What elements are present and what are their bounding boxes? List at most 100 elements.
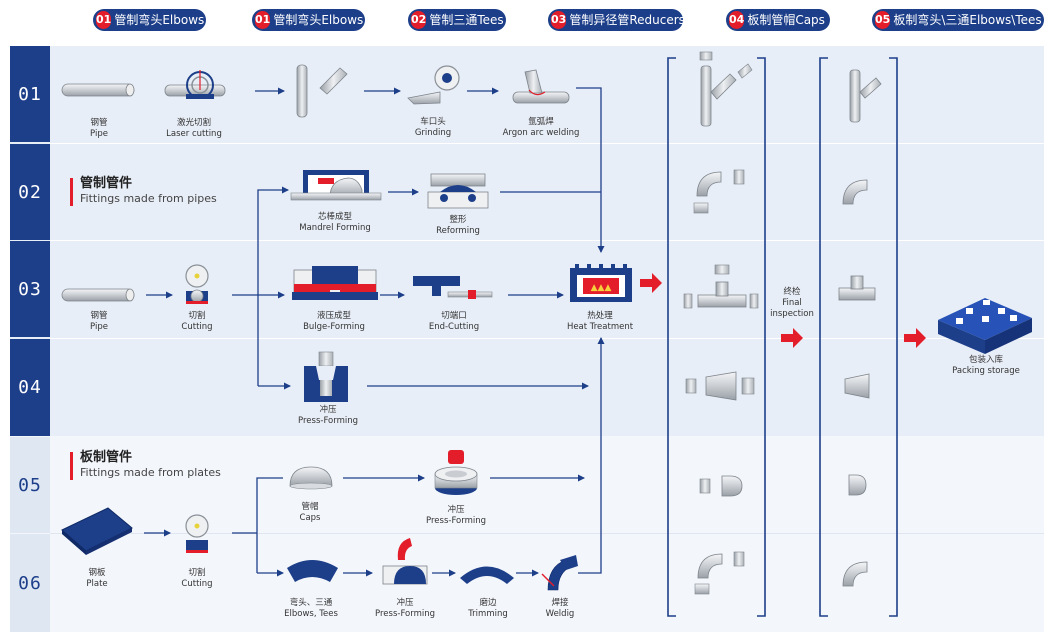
en: Pipe: [90, 322, 108, 332]
zh: 切割: [188, 568, 206, 578]
zh: 冲压: [447, 505, 465, 515]
en: Press-Forming: [298, 416, 358, 426]
reducer-final-icon: [844, 373, 870, 399]
en: Reforming: [436, 226, 480, 236]
section-plates-en: Fittings made from plates: [80, 466, 221, 479]
header-label: 管制弯头Elbows: [114, 13, 205, 27]
en: Cutting: [181, 322, 213, 332]
cutting-wheel-icon: [185, 264, 209, 304]
heat-treatment-icon: ▲▲▲: [570, 264, 632, 302]
header-num: 05: [875, 11, 891, 29]
plate-icon: [61, 507, 133, 555]
press-forming-cap-icon: [434, 450, 478, 495]
header-label: 管制三通Tees: [429, 13, 504, 27]
grinding-icon: [407, 65, 460, 105]
tee-fitting-3-icon: [683, 264, 759, 309]
press-forming-icon: [304, 351, 348, 402]
bracket: [889, 57, 898, 617]
section-pipes-en: Fittings made from pipes: [80, 192, 217, 205]
row-number-05: 05: [10, 437, 50, 533]
row-divider: [50, 240, 1044, 241]
en: Pipe: [90, 129, 108, 139]
en: Laser cutting: [166, 129, 222, 139]
arrow: [256, 477, 283, 573]
en: Packing storage: [952, 366, 1020, 376]
pipe-icon: [61, 288, 135, 302]
row-divider: [50, 338, 1044, 339]
zh: 钢板: [88, 568, 106, 578]
en: End-Cutting: [428, 322, 480, 332]
section-pipes: 管制管件 Fittings made from pipes: [70, 176, 217, 206]
zh: 芯棒成型: [317, 212, 353, 222]
zh: 切端口: [441, 311, 467, 321]
en2: inspection: [770, 309, 814, 319]
en: Weldig: [545, 609, 575, 619]
en: Heat Treatment: [566, 322, 634, 332]
zh: 焊接: [551, 598, 569, 608]
arrow: [257, 186, 289, 386]
row-number-06: 06: [10, 534, 50, 632]
zh: 钢管: [90, 118, 108, 128]
en: Mandrel Forming: [299, 223, 371, 233]
zh: 管帽: [301, 502, 319, 512]
zh: 液压成型: [316, 311, 351, 321]
header-num: 03: [551, 11, 567, 29]
zh: 弯头、三通: [289, 598, 333, 608]
cut-pipe-pieces-icon: [296, 64, 348, 118]
en: Press-Forming: [426, 516, 486, 526]
zh: 整形: [449, 215, 467, 225]
svg-text:▲▲▲: ▲▲▲: [591, 283, 612, 293]
bulge-forming-icon: [292, 266, 378, 300]
zh: 钢管: [90, 311, 108, 321]
row-divider: [50, 143, 1044, 144]
elbow-fitting-icon: [693, 169, 745, 214]
header-label: 管制异径管Reducers: [569, 13, 685, 27]
band-pipes: [10, 46, 1044, 436]
header-num: 02: [411, 11, 427, 29]
row-number-02: 02: [10, 144, 50, 240]
cutting-wheel-icon: [185, 514, 209, 553]
pipe-icon: [61, 83, 135, 97]
tee-final-3-icon: [838, 275, 876, 301]
packing-storage-icon: [938, 298, 1032, 354]
zh: 氩弧焊: [528, 117, 554, 127]
welding-elbow-icon: [541, 555, 578, 591]
en: Grinding: [414, 128, 452, 138]
argon-weld-icon: [512, 69, 570, 104]
elbow-final-6-icon: [842, 561, 868, 587]
reducer-fitting-icon: [685, 371, 755, 401]
zh: 冲压: [319, 405, 337, 415]
arrow: [576, 87, 605, 253]
header-label: 板制管帽Caps: [747, 13, 825, 27]
row-number-01: 01: [10, 46, 50, 142]
en: Plate: [86, 579, 108, 589]
zh: 冲压: [396, 598, 414, 608]
row-number-04: 04: [10, 339, 50, 436]
en: Cutting: [181, 579, 213, 589]
zh: 包装入库: [968, 355, 1003, 365]
tee-fitting-final-icon: [849, 69, 882, 123]
elbow-fitting-6-icon: [694, 551, 745, 595]
band-plates: [10, 436, 1044, 632]
caps-icon: [289, 466, 333, 490]
bracket: [819, 57, 828, 617]
elbow-plate-icon: [287, 560, 338, 582]
elbow-final-icon: [842, 179, 868, 205]
